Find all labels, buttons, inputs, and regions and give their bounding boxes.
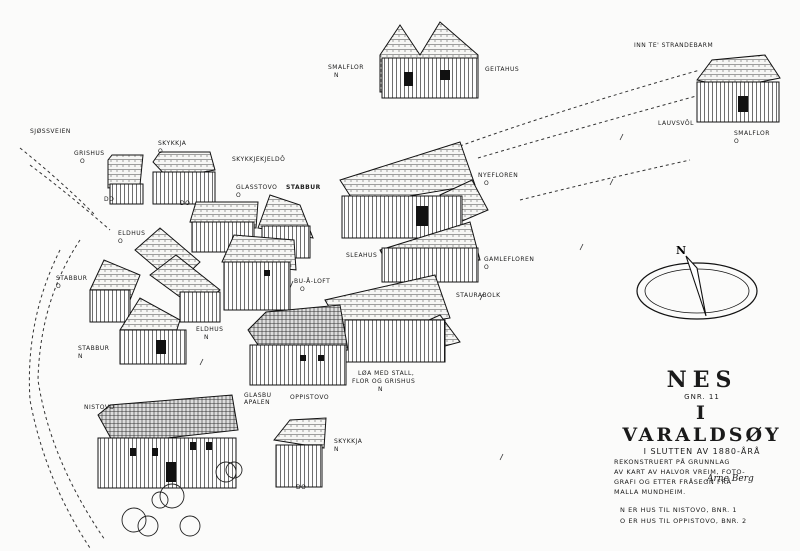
label-loa-mark: N: [378, 386, 383, 393]
label-do-1: DO: [104, 196, 115, 203]
label-smalflor-right-mark: O: [734, 138, 740, 145]
label-glasstovo: GLASSTOVO: [236, 184, 278, 191]
label-eldhus-mid: ELDHUS: [196, 326, 224, 333]
label-grishus-mark: O: [80, 158, 86, 165]
label-skykkja-top: SKYKKJA: [158, 140, 187, 147]
artist-signature: Arne Berg: [707, 474, 754, 484]
label-sjossveien: SJØSSVEIEN: [30, 128, 71, 135]
title-block: NES GNR. 11 I VARALDSØY I SLUTTEN AV 188…: [612, 368, 792, 497]
label-skykkjekjeldo: SKYKKJEKJELDÔ: [232, 156, 286, 163]
house-bu-a-loft: [221, 234, 297, 311]
label-bu-a-loft: BU-Å-LOFT: [294, 278, 331, 285]
label-skykkja-top-mark: O: [158, 148, 164, 155]
label-nyefloren: NYEFLOREN: [478, 172, 519, 179]
house-skykkja-low: [273, 417, 327, 488]
legend-n-note: N ER HUS TIL NISTOVO, BNR. 1: [620, 506, 738, 514]
house-grishus: [107, 154, 144, 205]
label-nyefloren-mark: O: [484, 180, 490, 187]
house-eldhus-top: [134, 227, 221, 323]
label-stabbur-low: STABBUR: [78, 345, 110, 352]
label-glasstovo-mark: O: [236, 192, 242, 199]
label-sleahus: SLEAHUS: [346, 252, 378, 259]
house-nistovo: [97, 394, 239, 489]
label-eldhus-mid-mark: N: [204, 334, 209, 341]
label-skykkja-low-mark: N: [334, 446, 339, 453]
description-line: AV KART AV HALVOR VREIM, FOTO-: [614, 468, 746, 476]
label-apalen: APALEN: [244, 399, 271, 406]
label-gamlefloren: GAMLEFLOREN: [484, 256, 535, 263]
label-smalflor-right: SMALFLOR: [734, 130, 770, 137]
map-title: NES: [666, 367, 738, 393]
label-stabbur-left: STABBUR: [56, 275, 88, 282]
house-geitahus: [379, 21, 479, 99]
label-do-low: DO: [296, 484, 307, 491]
trees: [121, 461, 243, 537]
label-do-2: DO: [180, 200, 191, 207]
label-oppistovo: OPPISTOVO: [290, 394, 330, 401]
label-gamlefloren-mark: O: [484, 264, 490, 271]
label-stabbur-top: STABBUR: [286, 184, 321, 191]
label-bu-a-loft-mark: O: [300, 286, 306, 293]
house-gamlefloren: [379, 221, 481, 283]
map-description: REKONSTRUERT PÅ GRUNNLAG AV KART AV HALV…: [612, 457, 792, 497]
house-eldhus-low: [119, 297, 187, 365]
label-smalflor-top-mark: N: [334, 72, 339, 79]
label-loa: LØA MED STALL,: [358, 370, 415, 377]
label-eldhus-top-mark: O: [118, 238, 124, 245]
description-line: MALLA MUNDHEIM.: [614, 488, 686, 496]
house-skykkja-top: [152, 151, 216, 205]
description-line: REKONSTRUERT PÅ GRUNNLAG: [614, 458, 731, 466]
map-period: I SLUTTEN AV 1880-ÅRÅ: [643, 447, 761, 456]
house-loa: [324, 274, 461, 363]
label-flor: FLOR OG GRISHUS: [352, 378, 416, 385]
map-gnr: GNR. 11: [684, 393, 720, 401]
roads: [19, 69, 701, 549]
label-skykkja-low: SKYKKJA: [334, 438, 363, 445]
label-eldhus-top: ELDHUS: [118, 230, 146, 237]
map-place: I VARALDSØY: [622, 402, 782, 446]
house-smalflor-right: [696, 54, 781, 123]
label-geitahus: GEITAHUS: [485, 66, 520, 73]
description-line: GRAFI OG ETTER FRÅSEGN FRÅ: [614, 478, 732, 486]
label-nistovo: NISTOVO: [84, 404, 115, 411]
label-grishus: GRISHUS: [74, 150, 105, 157]
label-stabbur-left-mark: O: [56, 283, 62, 290]
house-oppistovo: [247, 304, 349, 386]
compass-rose: [636, 255, 758, 320]
label-lauvsvol: LAUVSVÔL: [658, 120, 694, 127]
label-stabbur-low-mark: N: [78, 353, 83, 360]
compass-north-label: N: [676, 244, 686, 257]
label-staurabolk: STAURABOLK: [456, 292, 501, 299]
label-inn-te-strandebarm: INN TE' STRANDEBARM: [634, 42, 714, 49]
label-smalflor-top: SMALFLOR: [328, 64, 364, 71]
house-stabbur-left: [89, 259, 141, 323]
label-glasbu: GLASBU: [244, 392, 272, 399]
legend-o-note: O ER HUS TIL OPPISTOVO, BNR. 2: [620, 517, 747, 525]
